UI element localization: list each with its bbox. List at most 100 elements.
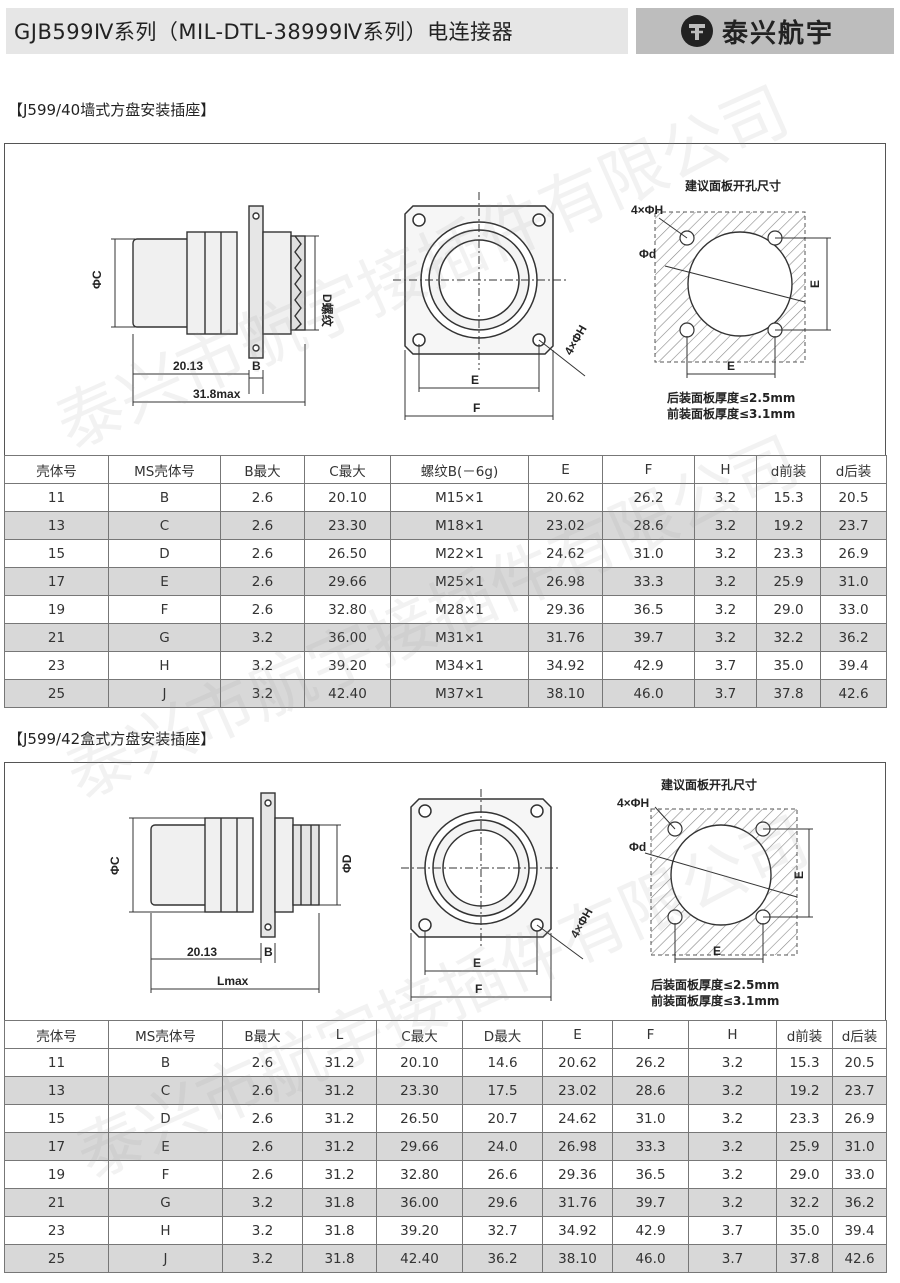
cut-e-bottom: E (727, 359, 735, 373)
table-cell: 20.62 (528, 483, 603, 512)
table-cell: 39.4 (832, 1216, 887, 1245)
table-cell: 23.3 (776, 1104, 833, 1133)
table-cell: 20.10 (304, 483, 391, 512)
column-header: H (694, 455, 757, 484)
cutout-view-2 (644, 806, 813, 963)
side-view (132, 205, 306, 359)
table-cell: 33.0 (832, 1160, 887, 1189)
table-cell: M18×1 (390, 511, 529, 540)
table-cell: 15.3 (776, 1048, 833, 1077)
table-cell: 21 (4, 623, 109, 652)
column-header: 螺纹B(－6g) (390, 455, 529, 484)
table-cell: 35.0 (756, 651, 821, 680)
table-cell: 3.2 (694, 567, 757, 596)
table-cell: 42.40 (304, 679, 391, 708)
table-cell: 23 (4, 651, 109, 680)
table-cell: 31.0 (612, 1104, 689, 1133)
table-cell: 3.2 (694, 623, 757, 652)
table-cell: 19.2 (756, 511, 821, 540)
table-cell: 3.2 (222, 1216, 303, 1245)
table-cell: 17.5 (462, 1076, 543, 1105)
label2-lmax: Lmax (217, 974, 249, 988)
column-header: B最大 (222, 1020, 303, 1049)
table-cell: 32.2 (776, 1188, 833, 1217)
cut2-holes-label: 4×ΦH (617, 796, 649, 810)
table-cell: 23.3 (756, 539, 821, 568)
label2-f-front: F (475, 982, 482, 996)
table-cell: 3.2 (688, 1076, 777, 1105)
column-header: MS壳体号 (108, 455, 221, 484)
table-cell: 23.30 (304, 511, 391, 540)
table-cell: E (108, 567, 221, 596)
column-header: d前装 (776, 1020, 833, 1049)
table-cell: 3.2 (694, 539, 757, 568)
table-cell: 33.0 (820, 595, 887, 624)
table-cell: 39.7 (612, 1188, 689, 1217)
table-cell: M15×1 (390, 483, 529, 512)
table-cell: H (108, 651, 221, 680)
table-cell: 31.8 (302, 1244, 377, 1273)
table-cell: 36.00 (376, 1188, 463, 1217)
column-header: 壳体号 (4, 455, 109, 484)
table-cell: 3.2 (688, 1188, 777, 1217)
label2-2013: 20.13 (187, 945, 217, 959)
column-header: C最大 (304, 455, 391, 484)
table-cell: 31.76 (542, 1188, 613, 1217)
column-header: E (542, 1020, 613, 1049)
table-cell: 26.2 (612, 1048, 689, 1077)
table-cell: 11 (4, 1048, 109, 1077)
table-cell: J (108, 679, 221, 708)
table-cell: 38.10 (542, 1244, 613, 1273)
table-cell: 39.20 (376, 1216, 463, 1245)
table-cell: 3.2 (694, 511, 757, 540)
table-cell: 31.2 (302, 1132, 377, 1161)
table-cell: 34.92 (528, 651, 603, 680)
table-cell: 46.0 (602, 679, 695, 708)
cut-e-right: E (808, 280, 822, 288)
table-cell: 31.2 (302, 1048, 377, 1077)
table-cell: 29.6 (462, 1188, 543, 1217)
table-cell: 39.7 (602, 623, 695, 652)
cut2-d-label: Φd (629, 840, 646, 854)
table-cell: 31.2 (302, 1076, 377, 1105)
table-cell: 42.40 (376, 1244, 463, 1273)
column-header: D最大 (462, 1020, 543, 1049)
label2-holes: 4×ΦH (567, 906, 595, 941)
table-cell: F (108, 1160, 223, 1189)
column-header: F (602, 455, 695, 484)
table-cell: J (108, 1244, 223, 1273)
brand-logo-icon (681, 15, 713, 47)
table-cell: 36.5 (602, 595, 695, 624)
table-cell: 29.36 (528, 595, 603, 624)
table-cell: 3.7 (688, 1244, 777, 1273)
table-cell: 28.6 (602, 511, 695, 540)
table-cell: M25×1 (390, 567, 529, 596)
table-cell: 39.20 (304, 651, 391, 680)
table-cell: 23.02 (542, 1076, 613, 1105)
table-cell: 24.0 (462, 1132, 543, 1161)
table-cell: C (108, 1076, 223, 1105)
table-cell: 31.0 (832, 1132, 887, 1161)
brand-band (636, 8, 894, 54)
table-cell: 25.9 (776, 1132, 833, 1161)
table-cell: 32.7 (462, 1216, 543, 1245)
table-cell: 26.6 (462, 1160, 543, 1189)
table-cell: 26.9 (820, 539, 887, 568)
table-cell: 42.9 (612, 1216, 689, 1245)
table-cell: 29.0 (776, 1160, 833, 1189)
table-cell: 29.0 (756, 595, 821, 624)
table-cell: 23.02 (528, 511, 603, 540)
cut2-e-right: E (792, 871, 806, 879)
table-cell: 26.50 (376, 1104, 463, 1133)
label-2013: 20.13 (173, 359, 203, 373)
table-cell: 20.5 (832, 1048, 887, 1077)
label-holes: 4×ΦH (561, 323, 589, 358)
table-cell: 33.3 (612, 1132, 689, 1161)
